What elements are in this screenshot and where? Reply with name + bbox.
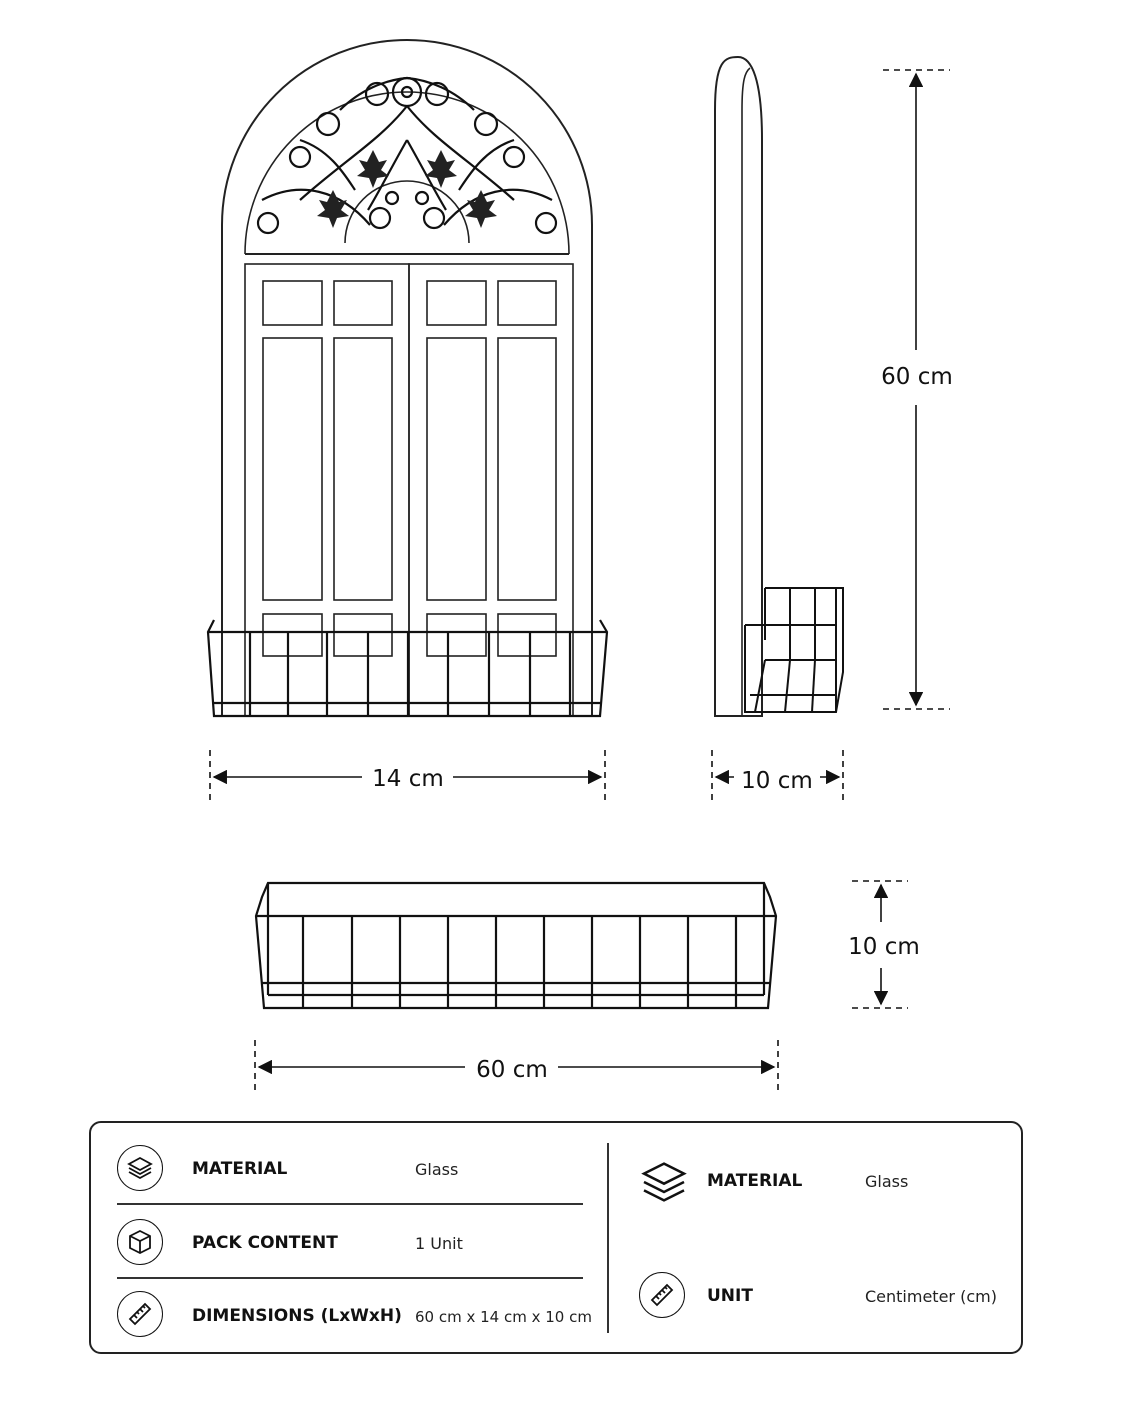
ornament-scrolls	[256, 76, 558, 235]
box-icon	[117, 1219, 163, 1265]
basket-height-label: 10 cm	[848, 934, 920, 960]
side-frame	[714, 55, 763, 717]
side-depth-label: 10 cm	[741, 768, 813, 794]
right-material-value: Glass	[865, 1172, 909, 1191]
front-view	[206, 39, 609, 718]
row-divider	[117, 1203, 583, 1205]
layers-icon	[117, 1145, 163, 1191]
window-frame	[221, 39, 593, 717]
column-divider	[607, 1143, 609, 1333]
door-panels	[262, 280, 557, 657]
side-view	[714, 55, 844, 717]
height-label: 60 cm	[881, 364, 953, 390]
basket-length-label: 60 cm	[476, 1057, 548, 1083]
ruler-icon	[639, 1272, 685, 1318]
dimensions-label: DIMENSIONS (LxWxH)	[192, 1306, 402, 1326]
ruler-icon	[117, 1291, 163, 1337]
front-basket	[206, 619, 609, 718]
fleur-de-lis	[317, 150, 497, 228]
basket-view	[254, 881, 778, 1010]
front-width-label: 14 cm	[372, 766, 444, 792]
pack-content-value: 1 Unit	[415, 1234, 463, 1253]
material-label: MATERIAL	[192, 1159, 288, 1179]
side-basket	[744, 587, 844, 713]
unit-label: UNIT	[707, 1286, 753, 1306]
row-divider	[117, 1277, 583, 1279]
dimension-lines	[209, 69, 950, 1092]
layers-icon	[639, 1157, 689, 1207]
unit-value: Centimeter (cm)	[865, 1287, 997, 1306]
product-diagram: 60 cm 14 cm 10 cm 10 cm 60 cm	[206, 39, 953, 1092]
material-value: Glass	[415, 1160, 459, 1179]
spec-panel: MATERIAL Glass PACK CONTENT 1 Unit DIMEN…	[89, 1121, 1023, 1354]
dimensions-value: 60 cm x 14 cm x 10 cm	[415, 1308, 592, 1326]
right-material-label: MATERIAL	[707, 1171, 803, 1191]
pack-content-label: PACK CONTENT	[192, 1233, 338, 1253]
